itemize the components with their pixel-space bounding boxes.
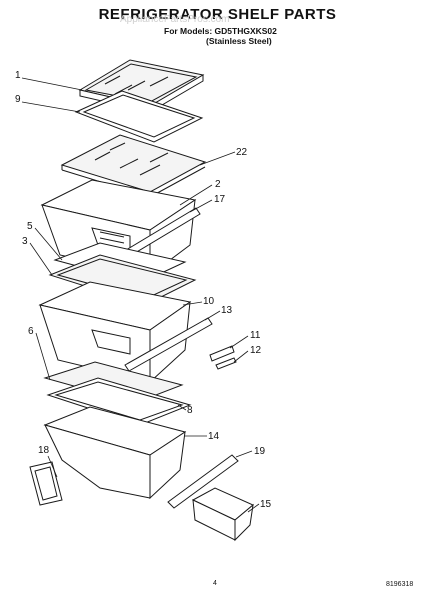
models-line: For Models: GD5THGXKS02 bbox=[164, 26, 277, 36]
callout-1: 1 bbox=[15, 70, 21, 81]
callout-15: 15 bbox=[260, 499, 272, 510]
callout-3: 3 bbox=[22, 236, 28, 247]
callout-9: 9 bbox=[15, 94, 21, 105]
leader-lines bbox=[21, 77, 260, 513]
part-13-slide-rail bbox=[124, 317, 213, 372]
callout-13: 13 bbox=[221, 305, 233, 316]
callout-5: 5 bbox=[27, 221, 33, 232]
callout-10: 10 bbox=[203, 296, 215, 307]
callout-14: 14 bbox=[208, 431, 220, 442]
document-number: 8196318 bbox=[386, 581, 414, 588]
watermark: AppliancePartsPros.com bbox=[120, 14, 230, 25]
part-11-clip bbox=[209, 345, 235, 362]
callout-8: 8 bbox=[187, 405, 193, 416]
part-9-shelf-frame bbox=[74, 90, 204, 143]
finish-line: (Stainless Steel) bbox=[206, 36, 272, 46]
callout-11: 11 bbox=[250, 330, 261, 341]
callout-labels: 1 9 22 2 17 5 3 10 13 6 11 12 8 14 18 19… bbox=[15, 70, 272, 510]
part-12-clip bbox=[215, 357, 237, 370]
callout-12: 12 bbox=[250, 345, 262, 356]
callout-2: 2 bbox=[215, 179, 221, 190]
page-number: 4 bbox=[213, 580, 217, 587]
part-15-small-bin bbox=[191, 487, 254, 542]
callout-19: 19 bbox=[254, 446, 266, 457]
callout-17: 17 bbox=[214, 194, 226, 205]
callout-22: 22 bbox=[236, 147, 248, 158]
part-18-panel bbox=[29, 461, 63, 506]
callout-18: 18 bbox=[38, 445, 50, 456]
part-19-rod bbox=[167, 454, 239, 509]
page-title: REFRIGERATOR SHELF PARTS bbox=[98, 6, 337, 23]
part-14-bin bbox=[43, 406, 187, 500]
callout-6: 6 bbox=[28, 326, 34, 337]
